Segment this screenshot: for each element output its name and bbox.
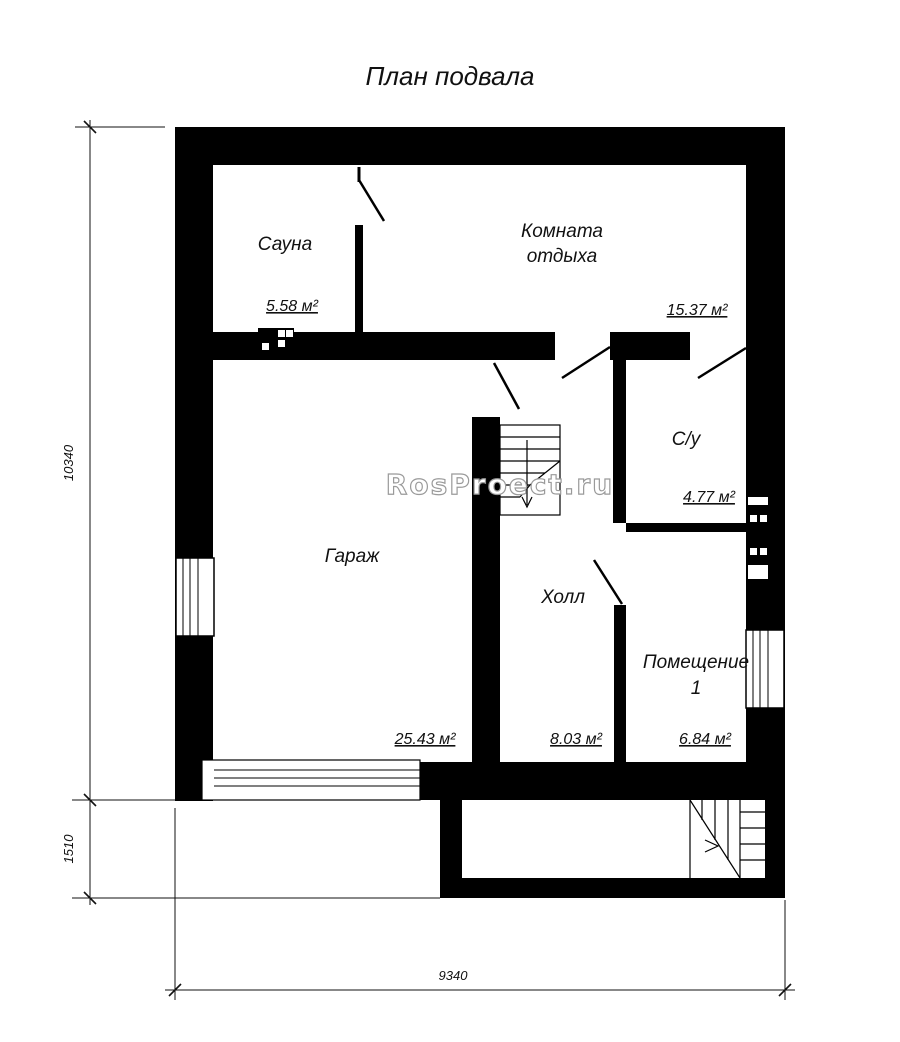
dimension-height-main: 10340 (61, 444, 76, 481)
door-sauna (357, 179, 386, 222)
doors (357, 167, 747, 605)
vent-shaft-right (748, 497, 768, 579)
garage-door (201, 759, 436, 801)
room-name: Сауна (258, 234, 312, 255)
room-bathroom: С/у 4.77 м² (672, 429, 736, 506)
room-area: 6.84 м² (679, 731, 732, 748)
dimension-height-porch: 1510 (61, 834, 76, 864)
room-area: 15.37 м² (667, 302, 728, 319)
door-rest-room (561, 345, 611, 380)
room-area: 8.03 м² (550, 731, 603, 748)
vent-shaft-left (258, 328, 294, 358)
room-name-line1: Комната (521, 221, 603, 242)
window-right (745, 629, 785, 709)
room-area: 5.58 м² (266, 298, 319, 315)
room-area: 25.43 м² (394, 731, 456, 748)
room-sauna: Сауна 5.58 м² (258, 234, 319, 315)
door-garage (492, 362, 521, 410)
room-name-line2: 1 (691, 678, 702, 699)
room-name: Холл (540, 587, 585, 608)
dimension-width: 9340 (439, 968, 469, 983)
room-hall: Холл 8.03 м² (540, 587, 603, 748)
dimension-lines (72, 120, 795, 1000)
room-garage: Гараж 25.43 м² (325, 546, 456, 748)
room-1: Помещение 1 6.84 м² (643, 652, 749, 748)
stairs-exterior (689, 799, 765, 879)
room-name: С/у (672, 429, 702, 450)
stairs-interior (499, 424, 561, 516)
room-name-line2: отдыха (527, 246, 598, 267)
watermark: RosProect.ru (386, 468, 614, 501)
room-area: 4.77 м² (683, 489, 736, 506)
window-left (175, 557, 215, 637)
door-room1 (592, 559, 624, 605)
door-bathroom (697, 346, 747, 380)
room-name: Гараж (325, 546, 380, 567)
outer-walls (175, 127, 785, 898)
room-rest: Комната отдыха 15.37 м² (521, 221, 728, 319)
room-name-line1: Помещение (643, 652, 749, 673)
plan-title: План подвала (366, 61, 535, 91)
